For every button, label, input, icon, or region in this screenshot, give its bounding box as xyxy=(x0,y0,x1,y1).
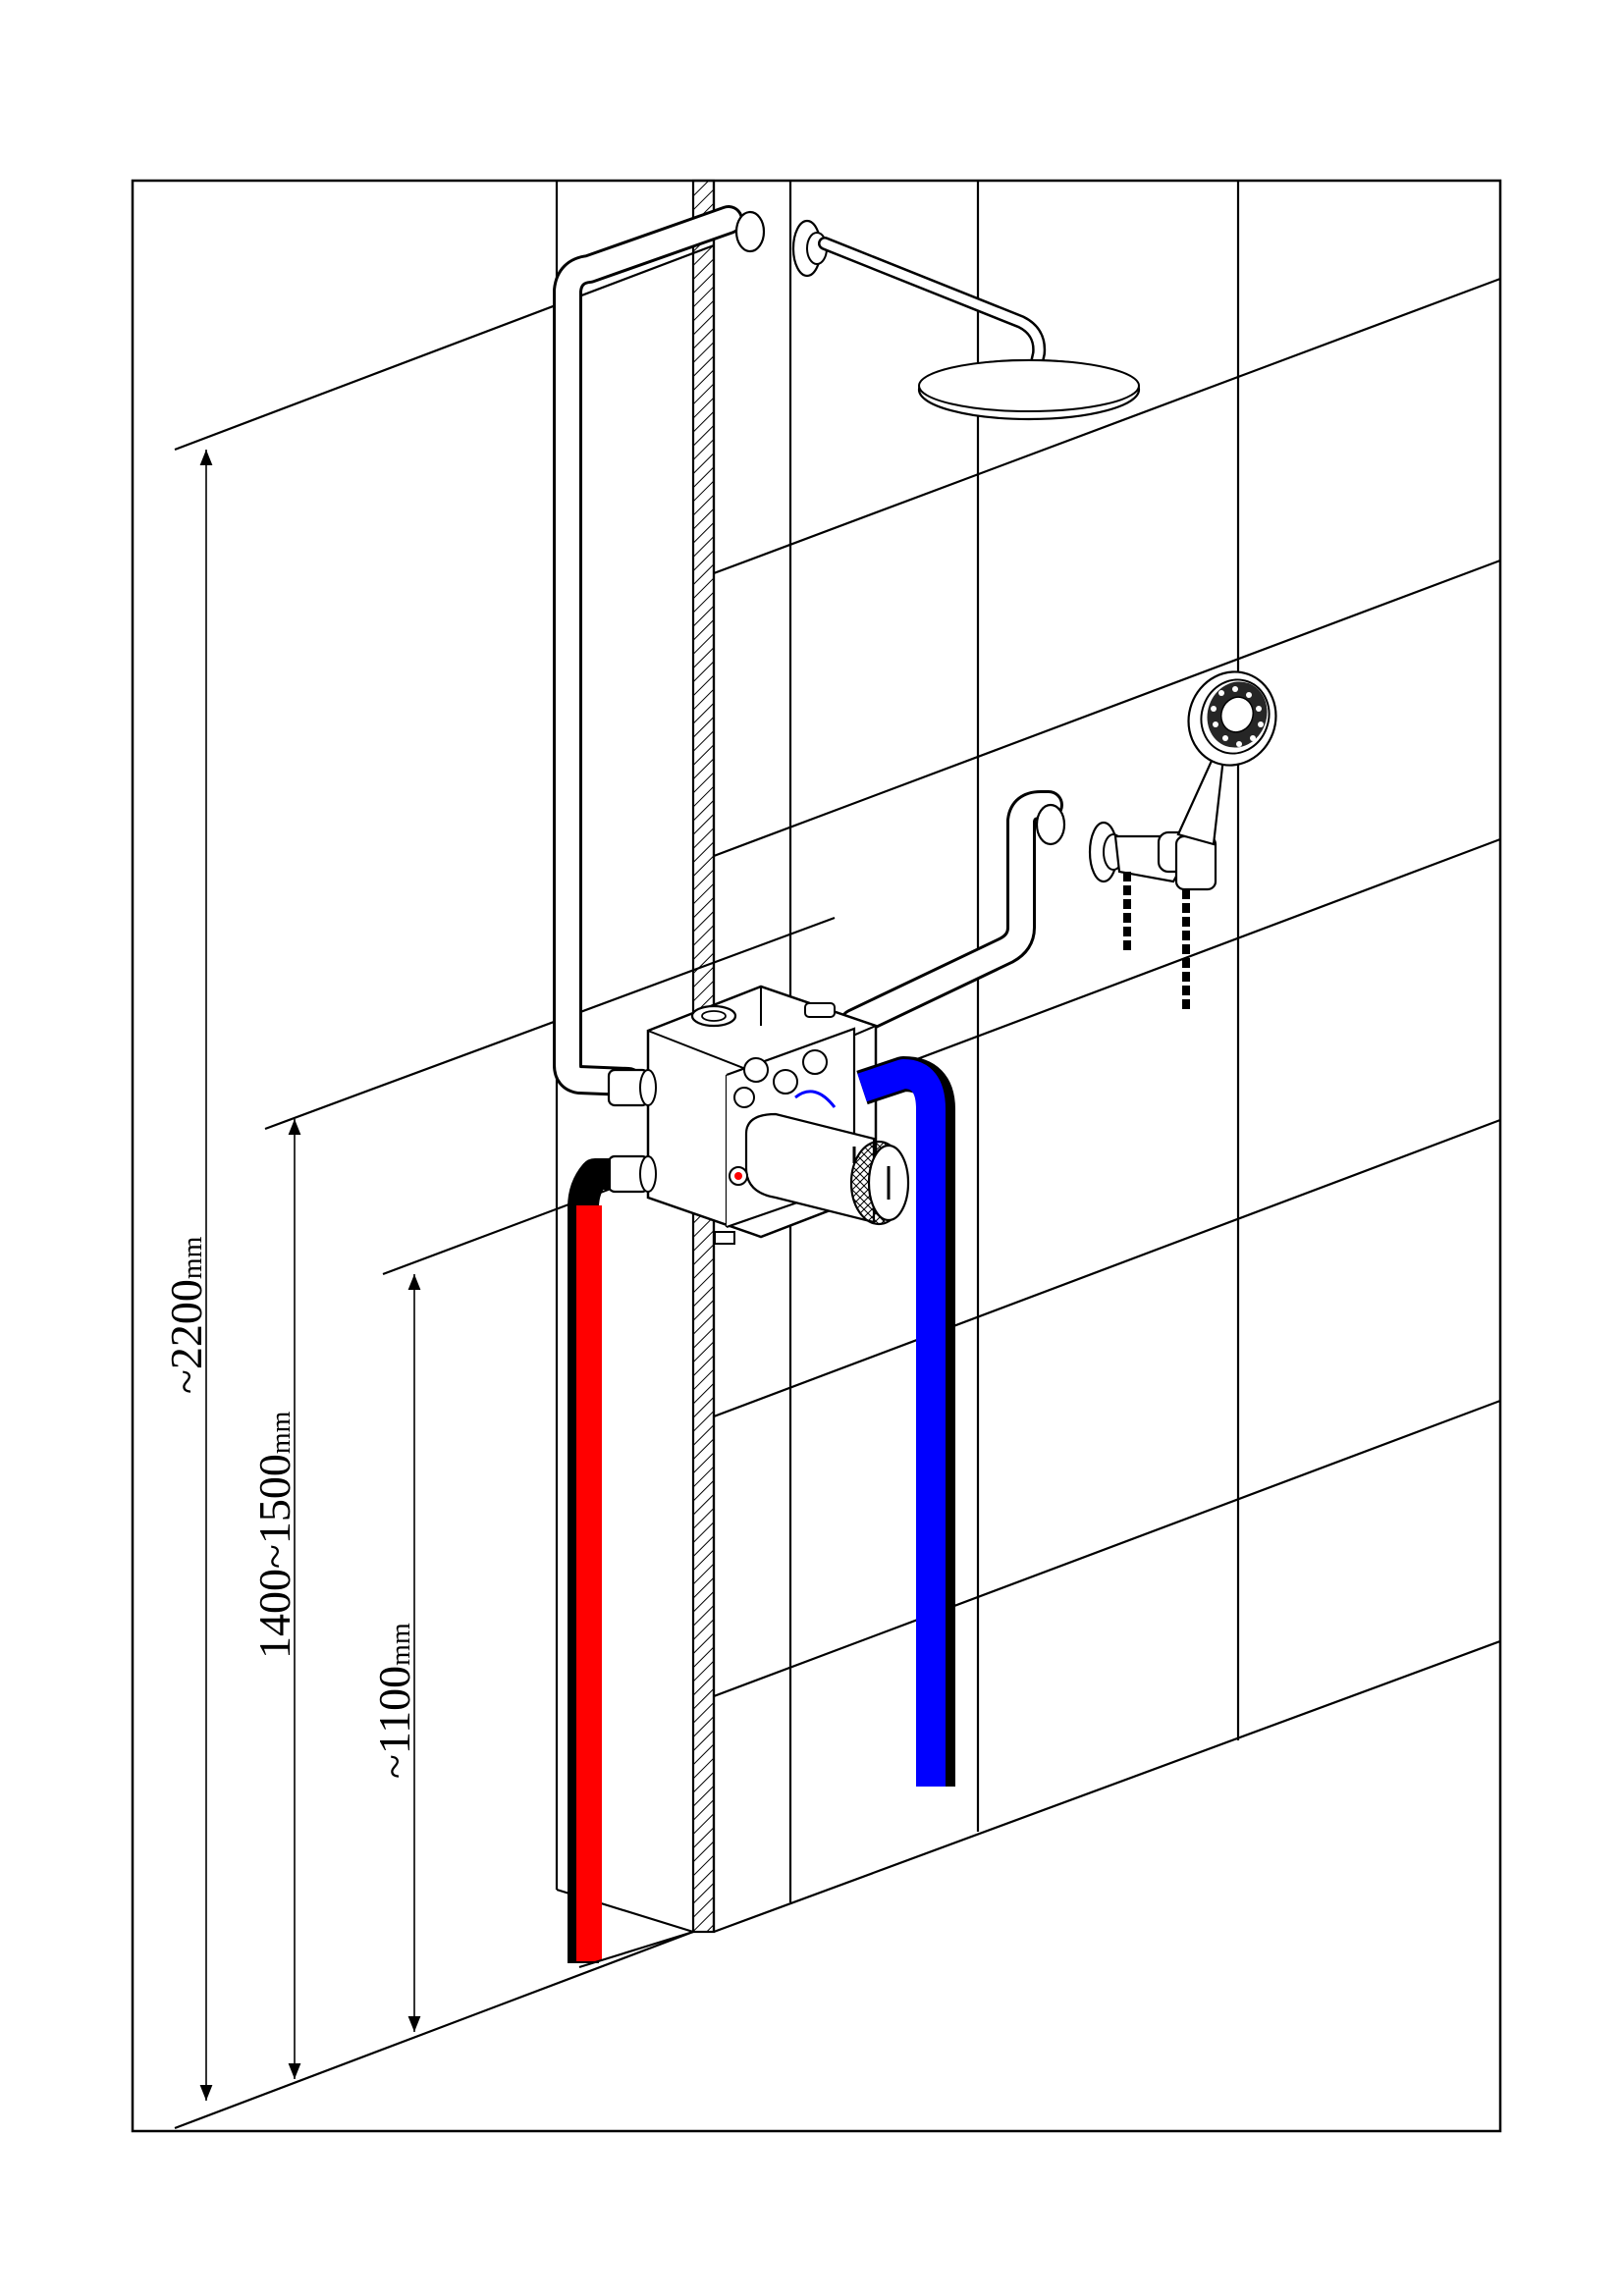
hand-shower xyxy=(1176,670,1277,846)
cold-water-pipe xyxy=(856,1056,955,1787)
inlet-fittings xyxy=(607,1068,657,1194)
hot-water-pipe xyxy=(568,1158,611,1963)
overall-height-label: ~2200mm xyxy=(161,1236,211,1394)
hand-shower-supply-pipe xyxy=(839,790,1066,1038)
thermostat-handle xyxy=(729,1112,910,1226)
drawing-frame xyxy=(131,179,1502,2133)
floor-edge xyxy=(578,1930,694,1969)
lower-height-label: ~1100mm xyxy=(369,1623,419,1779)
hand-shower-outlet xyxy=(1088,821,1217,1011)
dimension-arrows xyxy=(199,450,421,2101)
rain-shower-head xyxy=(791,219,1141,421)
mixer-height-label: 1400~1500mm xyxy=(249,1411,299,1659)
overhead-supply-pipe xyxy=(553,205,766,1096)
